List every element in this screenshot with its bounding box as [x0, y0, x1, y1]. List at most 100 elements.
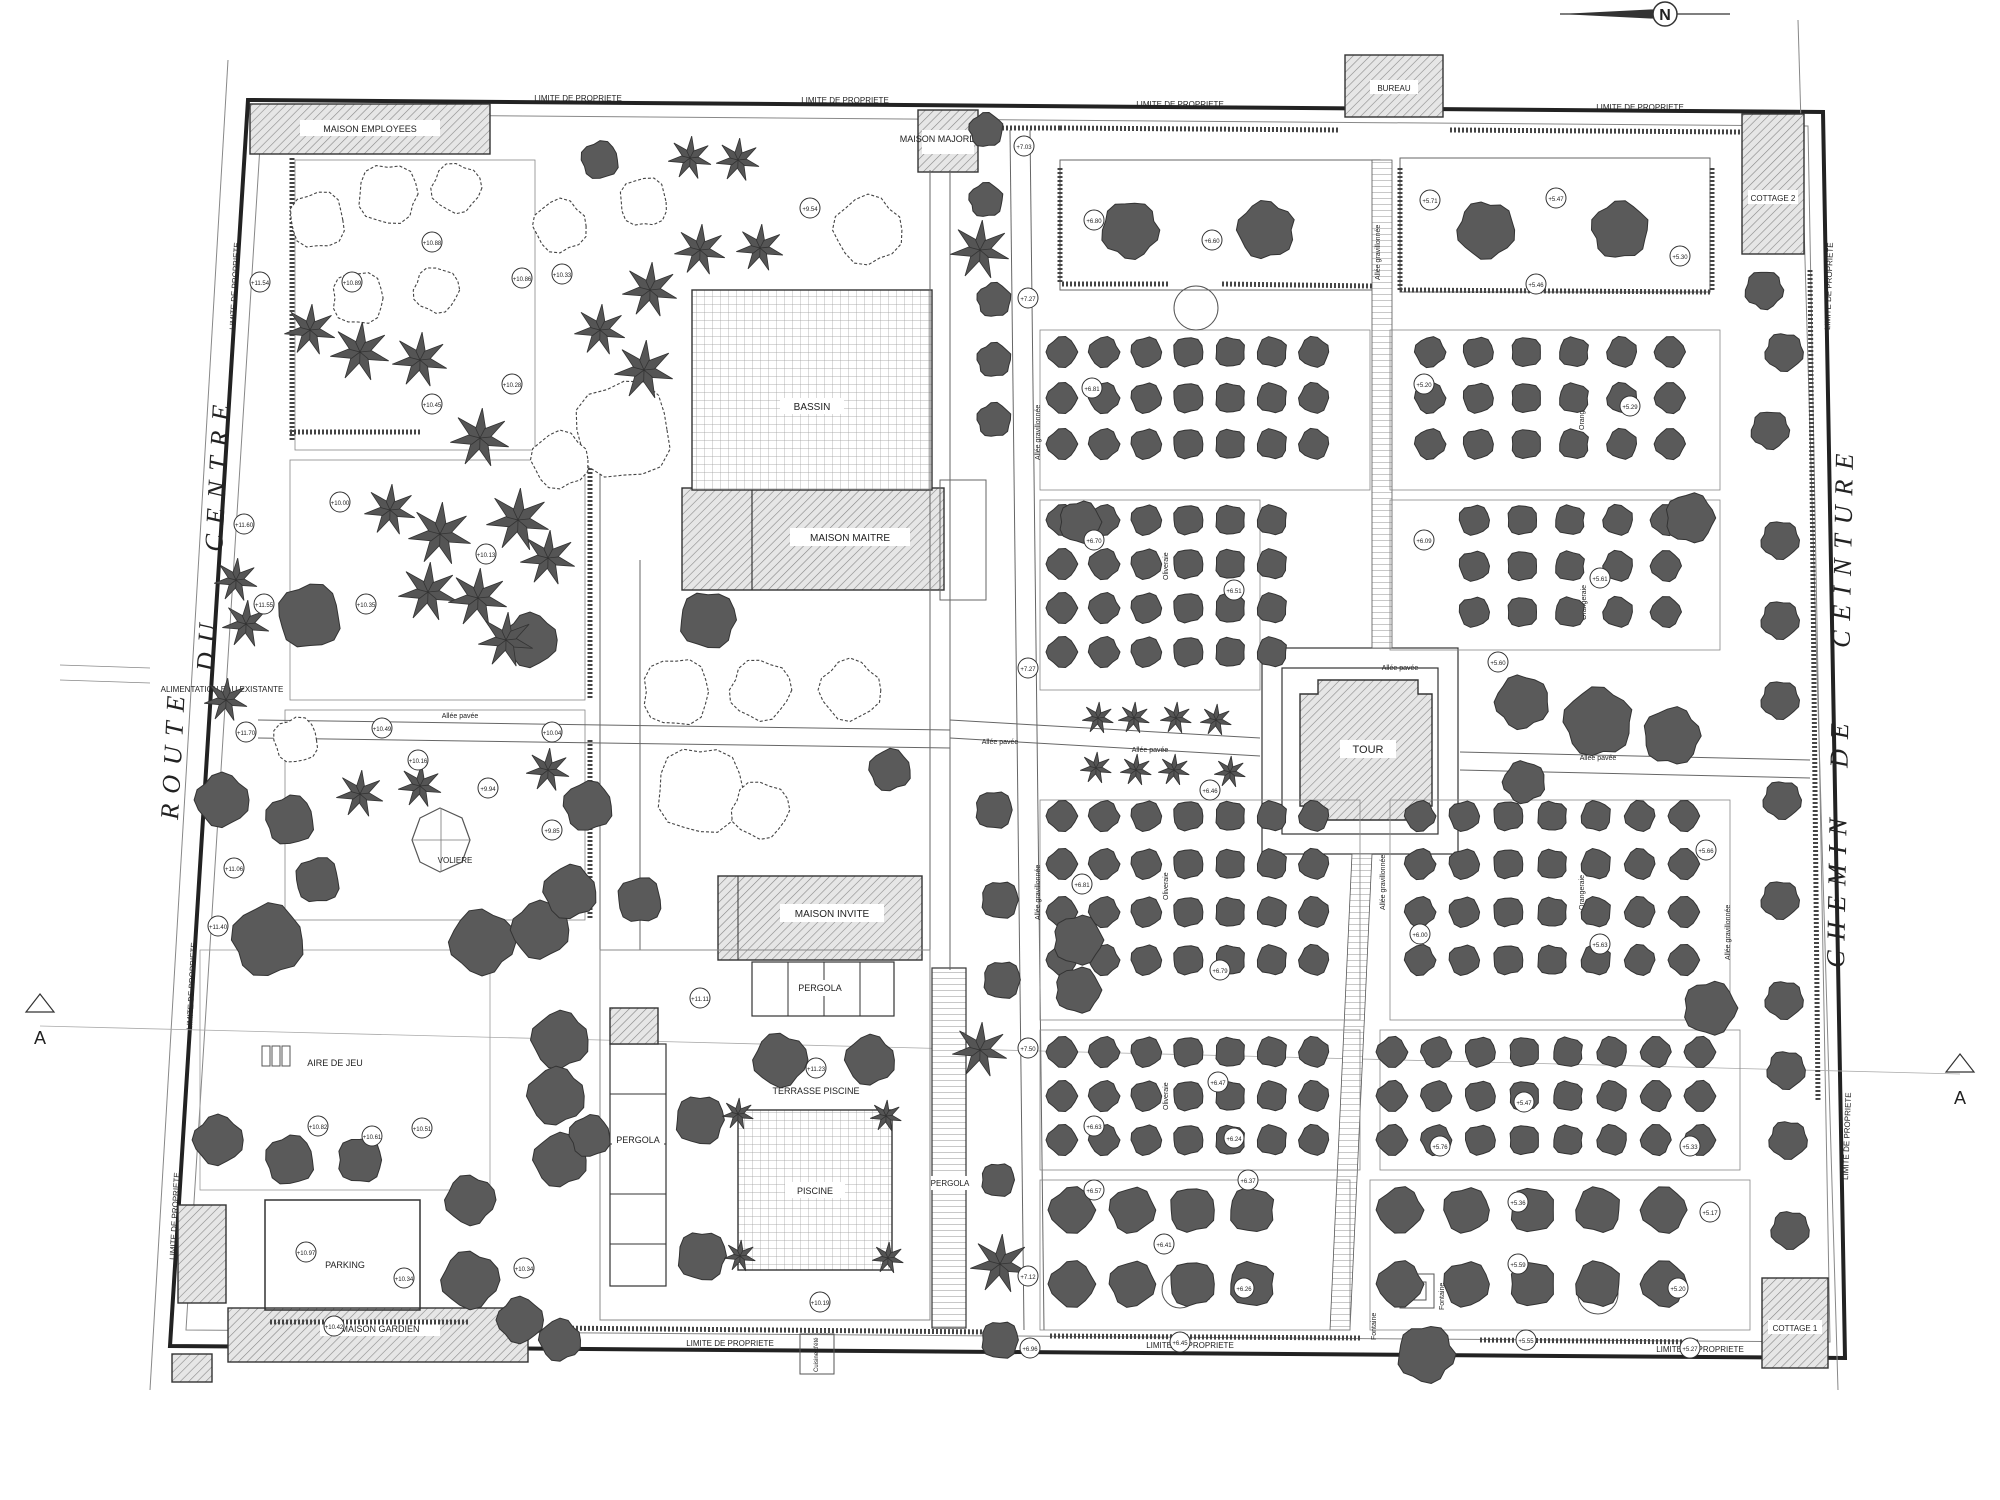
tree-icon	[1623, 847, 1656, 881]
north-label: N	[1659, 7, 1671, 24]
tree-icon	[1596, 1123, 1627, 1156]
tree-icon	[1215, 382, 1245, 413]
tree-icon	[1760, 601, 1801, 641]
svg-text:+10.97: +10.97	[297, 1251, 316, 1257]
svg-text:LIMITE DE PROPRIETE: LIMITE DE PROPRIETE	[1596, 103, 1684, 112]
svg-text:+6.51: +6.51	[1226, 589, 1242, 595]
west-road-edge	[149, 59, 229, 1391]
tree-icon	[1653, 428, 1687, 461]
svg-text:+11.55: +11.55	[255, 603, 274, 609]
svg-text:+5.30: +5.30	[1672, 255, 1688, 261]
elevation-marker: +10.34	[513, 1257, 535, 1279]
svg-text:Orangeraie: Orangeraie	[1579, 875, 1586, 910]
tree-icon	[295, 857, 340, 903]
elevation-marker: +10.97	[295, 1241, 317, 1263]
tree-icon	[1047, 1260, 1097, 1308]
tree-icon	[440, 1250, 501, 1311]
svg-text:+10.28: +10.28	[503, 383, 522, 389]
palm-icon	[204, 677, 248, 721]
svg-text:+10.61: +10.61	[363, 1135, 382, 1141]
tree-icon	[843, 1033, 895, 1086]
tree-icon	[1045, 847, 1079, 881]
tree-icon	[1667, 943, 1701, 977]
svg-text:Oliveraie: Oliveraie	[1163, 1082, 1170, 1110]
tree-icon	[1667, 847, 1701, 881]
elevation-marker: +10.04	[541, 721, 563, 743]
tree-icon	[1297, 895, 1330, 928]
elevation-marker: +6.51	[1223, 579, 1245, 601]
svg-text:Allée pavée: Allée pavée	[1580, 755, 1617, 762]
palm-icon	[724, 1239, 756, 1272]
tree-icon	[1215, 848, 1245, 879]
svg-text:TOUR: TOUR	[1353, 744, 1384, 756]
tree-icon	[1087, 427, 1121, 461]
palm-icon	[1214, 755, 1246, 788]
tree-icon	[1215, 548, 1245, 579]
svg-text:CHEMIN: CHEMIN	[1821, 808, 1853, 968]
central-allee	[1329, 159, 1393, 1331]
light-tree-icon	[817, 657, 882, 723]
tree-icon	[1559, 336, 1589, 368]
tree-icon	[1256, 504, 1287, 536]
tree-icon	[1464, 1080, 1496, 1112]
palm-icon	[450, 407, 509, 467]
garden-trees	[191, 140, 1021, 1362]
tree-icon	[1045, 591, 1079, 625]
palm-icon	[392, 331, 447, 387]
palm-icon	[622, 261, 677, 317]
svg-text:+10.04: +10.04	[543, 731, 562, 737]
svg-text:+10.13: +10.13	[477, 553, 496, 559]
tree-icon	[1555, 550, 1585, 581]
svg-text:+5.46: +5.46	[1528, 283, 1544, 289]
palm-icon	[722, 1097, 754, 1130]
svg-text:+9.85: +9.85	[544, 829, 560, 835]
tree-icon	[1130, 896, 1163, 929]
section-marker-west: A	[24, 993, 56, 1048]
svg-text:+6.79: +6.79	[1212, 969, 1228, 975]
light-tree-icon	[430, 162, 483, 215]
svg-text:+10.34: +10.34	[395, 1277, 414, 1283]
tree-icon	[529, 1009, 589, 1070]
area-pergola-east: PERGOLA	[928, 967, 972, 1329]
palm-icon	[970, 1233, 1029, 1293]
elevation-marker: +9.85	[541, 819, 563, 841]
svg-text:Fontaine: Fontaine	[1371, 1313, 1378, 1340]
svg-text:+7.27: +7.27	[1020, 667, 1036, 673]
svg-text:+5.47: +5.47	[1548, 197, 1564, 203]
tree-icon	[1683, 1079, 1717, 1112]
tree-icon	[968, 181, 1004, 217]
svg-text:+10.49: +10.49	[373, 727, 392, 733]
tree-icon	[1768, 1121, 1808, 1160]
tree-icon	[976, 281, 1012, 317]
tree-icon	[1130, 1124, 1163, 1157]
svg-text:A: A	[34, 1028, 46, 1048]
light-tree-icon	[575, 380, 671, 478]
tree-icon	[1045, 1079, 1079, 1113]
elevation-marker: +10.35	[355, 593, 377, 615]
tree-icon	[1375, 1186, 1425, 1234]
palm-icon	[668, 135, 712, 179]
tree-icon	[1173, 945, 1204, 976]
palm-icon	[1160, 701, 1192, 734]
palm-trees	[204, 135, 1246, 1293]
tree-icon	[1045, 547, 1079, 581]
palm-icon	[1082, 701, 1114, 734]
svg-text:+11.23: +11.23	[807, 1067, 826, 1073]
tree-icon	[1750, 411, 1791, 451]
light-tree-icon	[657, 748, 744, 833]
tree-icon	[1458, 596, 1491, 628]
section-line	[39, 1025, 1961, 1075]
tree-icon	[1643, 706, 1702, 765]
tree-icon	[1559, 428, 1589, 460]
tree-icon	[1419, 1036, 1453, 1069]
tree-icon	[1130, 592, 1163, 625]
svg-text:+7.50: +7.50	[1020, 1047, 1036, 1053]
elevation-marker: +6.70	[1083, 529, 1105, 551]
palm-icon	[736, 223, 784, 271]
property-boundary	[167, 97, 1848, 1361]
tree-icon	[1448, 800, 1481, 833]
tree-icon	[1173, 337, 1204, 368]
svg-text:+6.57: +6.57	[1086, 1189, 1102, 1195]
tree-icon	[976, 341, 1012, 377]
palm-icon	[520, 529, 575, 585]
